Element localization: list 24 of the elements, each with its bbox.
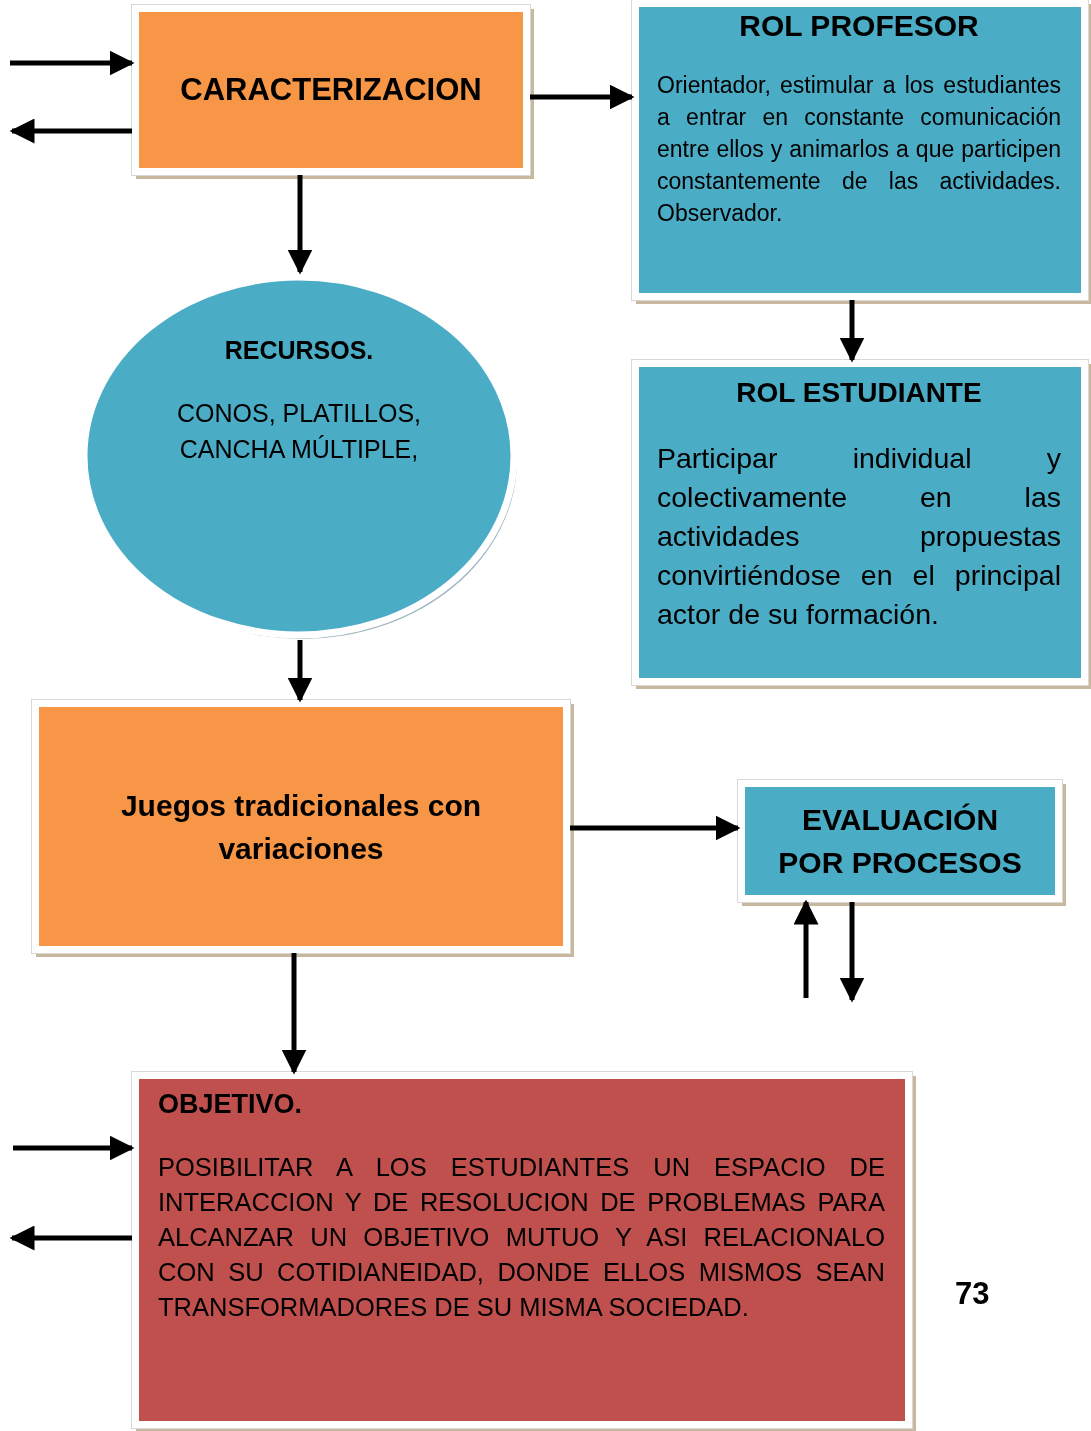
arrow xyxy=(570,815,741,841)
arrow xyxy=(287,175,313,275)
arrow xyxy=(530,84,635,110)
box-title: CARACTERIZACION xyxy=(179,72,483,108)
box-text: Orientador, estimular a los estudiantes a entrar en constante comunicación entre ellos y animarlos a que participen constantemente de las actividades. Observador. xyxy=(657,71,1061,228)
box-text: POSIBILITAR A LOS ESTUDIANTES UN ESPACIO DE INTERACCION Y DE RESOLUCION DE PROBLEMAS PARA ALCANZAR UN OBJETIVO MUTUO Y ASI RELACIONALO CON SU COTIDIANEIDAD, DONDE ELLOS MISMOS SEAN TRANSFORMADORES DE SU MISMA SOCIEDAD. xyxy=(158,1152,885,1323)
arrow xyxy=(839,300,865,363)
box-heading: ROL ESTUDIANTE xyxy=(735,377,983,409)
box-title: EVALUACIÓN POR PROCESOS xyxy=(777,802,1023,881)
box-heading: ROL PROFESOR xyxy=(738,9,980,43)
arrow xyxy=(13,1135,135,1161)
arrow xyxy=(10,50,135,76)
arrow xyxy=(793,899,819,998)
box-text: CONOS, PLATILLOS, CANCHA MÚLTIPLE, xyxy=(175,398,423,465)
arrow xyxy=(287,640,313,703)
arrow xyxy=(9,1225,132,1251)
box-heading: RECURSOS. xyxy=(223,336,375,365)
arrow xyxy=(281,953,307,1075)
page-number: 73 xyxy=(955,1276,990,1312)
box-text: Participar individual y colectivamente en las actividades propuestas convirtiéndose en el principal actor de su formación. xyxy=(657,441,1061,632)
arrow xyxy=(839,902,865,1003)
arrow xyxy=(9,118,132,144)
box-heading: OBJETIVO. xyxy=(158,1089,304,1120)
box-title: Juegos tradicionales con variaciones xyxy=(119,787,483,867)
